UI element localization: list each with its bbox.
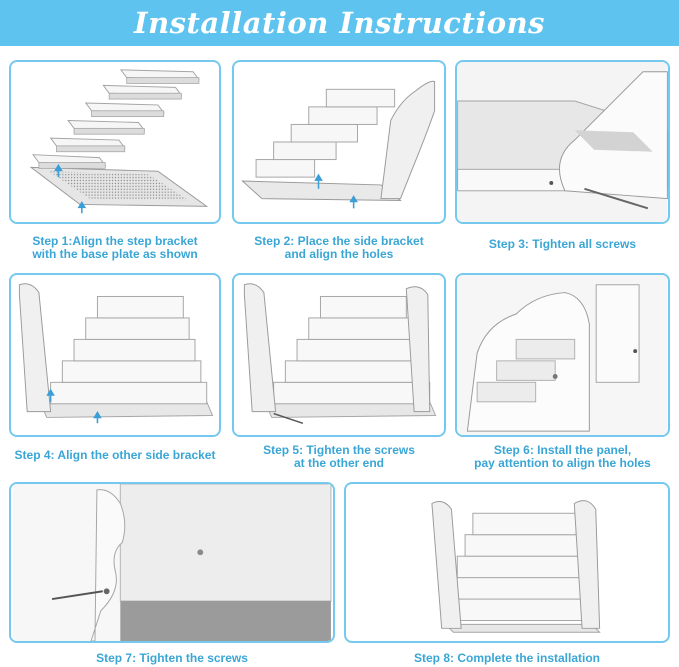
step-5-illustration — [234, 275, 444, 435]
step-2-illustration — [234, 62, 444, 222]
step-5-caption: Step 5: Tighten the screws at the other … — [232, 444, 446, 470]
step-4-image — [9, 273, 221, 437]
step-1-caption: Step 1:Align the step bracket with the b… — [0, 235, 230, 261]
step-3-illustration — [457, 62, 668, 222]
step-5-image — [232, 273, 446, 437]
step-6-caption: Step 6: Install the panel, pay attention… — [455, 444, 670, 470]
step-7-image — [9, 482, 335, 643]
step-8-illustration — [346, 484, 668, 641]
step-2-caption: Step 2: Place the side bracket and align… — [232, 235, 446, 261]
step-2-image — [232, 60, 446, 224]
step-6-image — [455, 273, 670, 437]
step-7-illustration — [11, 484, 333, 641]
step-8-image — [344, 482, 670, 643]
step-8-caption: Step 8: Complete the installation — [344, 652, 670, 665]
page-title: Installation Instructions — [134, 6, 545, 40]
step-7-caption: Step 7: Tighten the screws — [9, 652, 335, 665]
step-6-illustration — [457, 275, 668, 435]
header-banner: Installation Instructions — [0, 0, 679, 46]
step-3-image — [455, 60, 670, 224]
step-4-illustration — [11, 275, 219, 435]
step-4-caption: Step 4: Align the other side bracket — [0, 449, 230, 462]
step-1-image — [9, 60, 221, 224]
step-3-caption: Step 3: Tighten all screws — [455, 238, 670, 251]
step-1-illustration — [11, 62, 219, 222]
